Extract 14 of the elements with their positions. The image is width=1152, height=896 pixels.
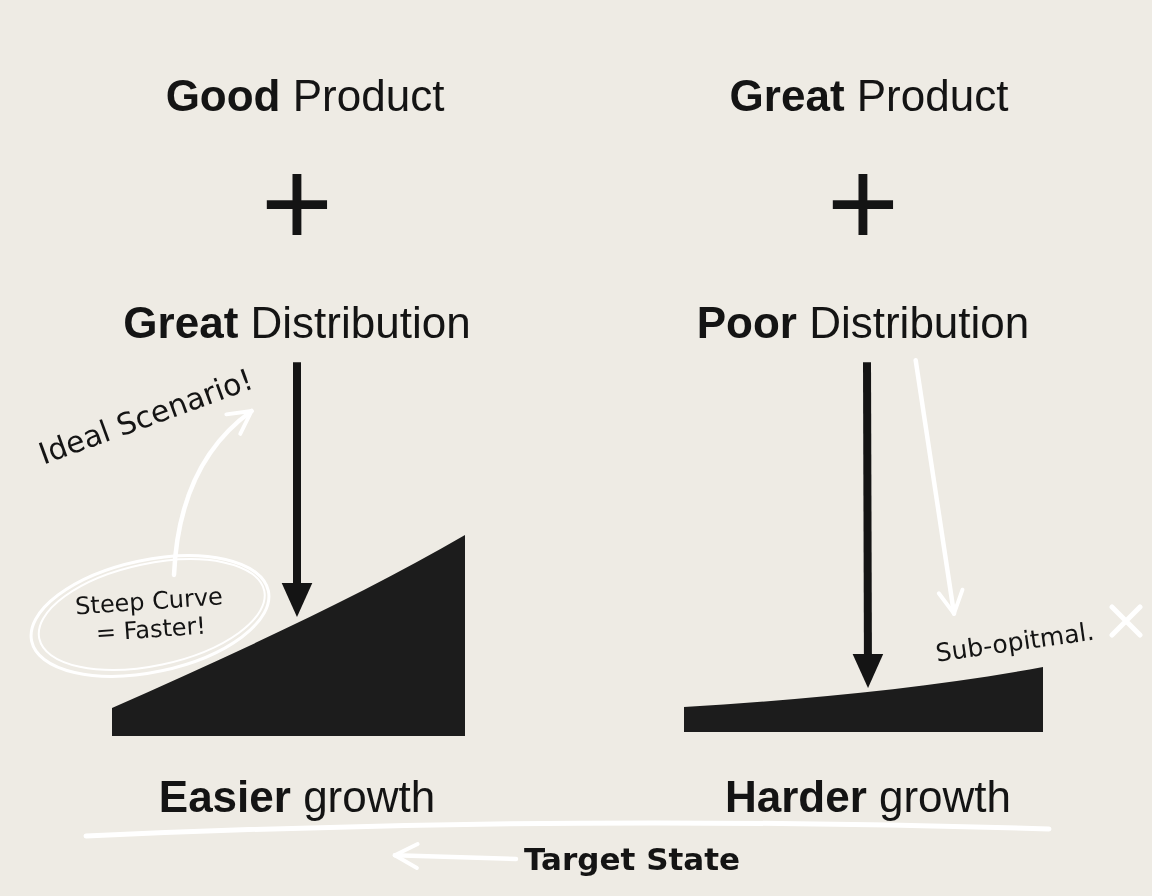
arrow [913,358,965,616]
product-heading: Good Product [165,70,445,122]
product-heading: Great Product [729,70,1009,122]
plus-sign: + [260,164,334,242]
outcome-label: Harder growth [724,771,1012,823]
distribution-heading: Great Distribution [123,297,471,349]
plus-sign: + [826,164,900,242]
annotation-text: Sub-opitmal. [934,617,1096,669]
distribution-heading: Poor Distribution [696,297,1030,349]
outcome-label: Easier growth [158,771,436,823]
annotation-text: Target State [523,842,741,878]
curved-arrow [171,408,254,578]
arrow [392,842,519,870]
callout-text: Steep Curve = Faster! [73,583,225,649]
